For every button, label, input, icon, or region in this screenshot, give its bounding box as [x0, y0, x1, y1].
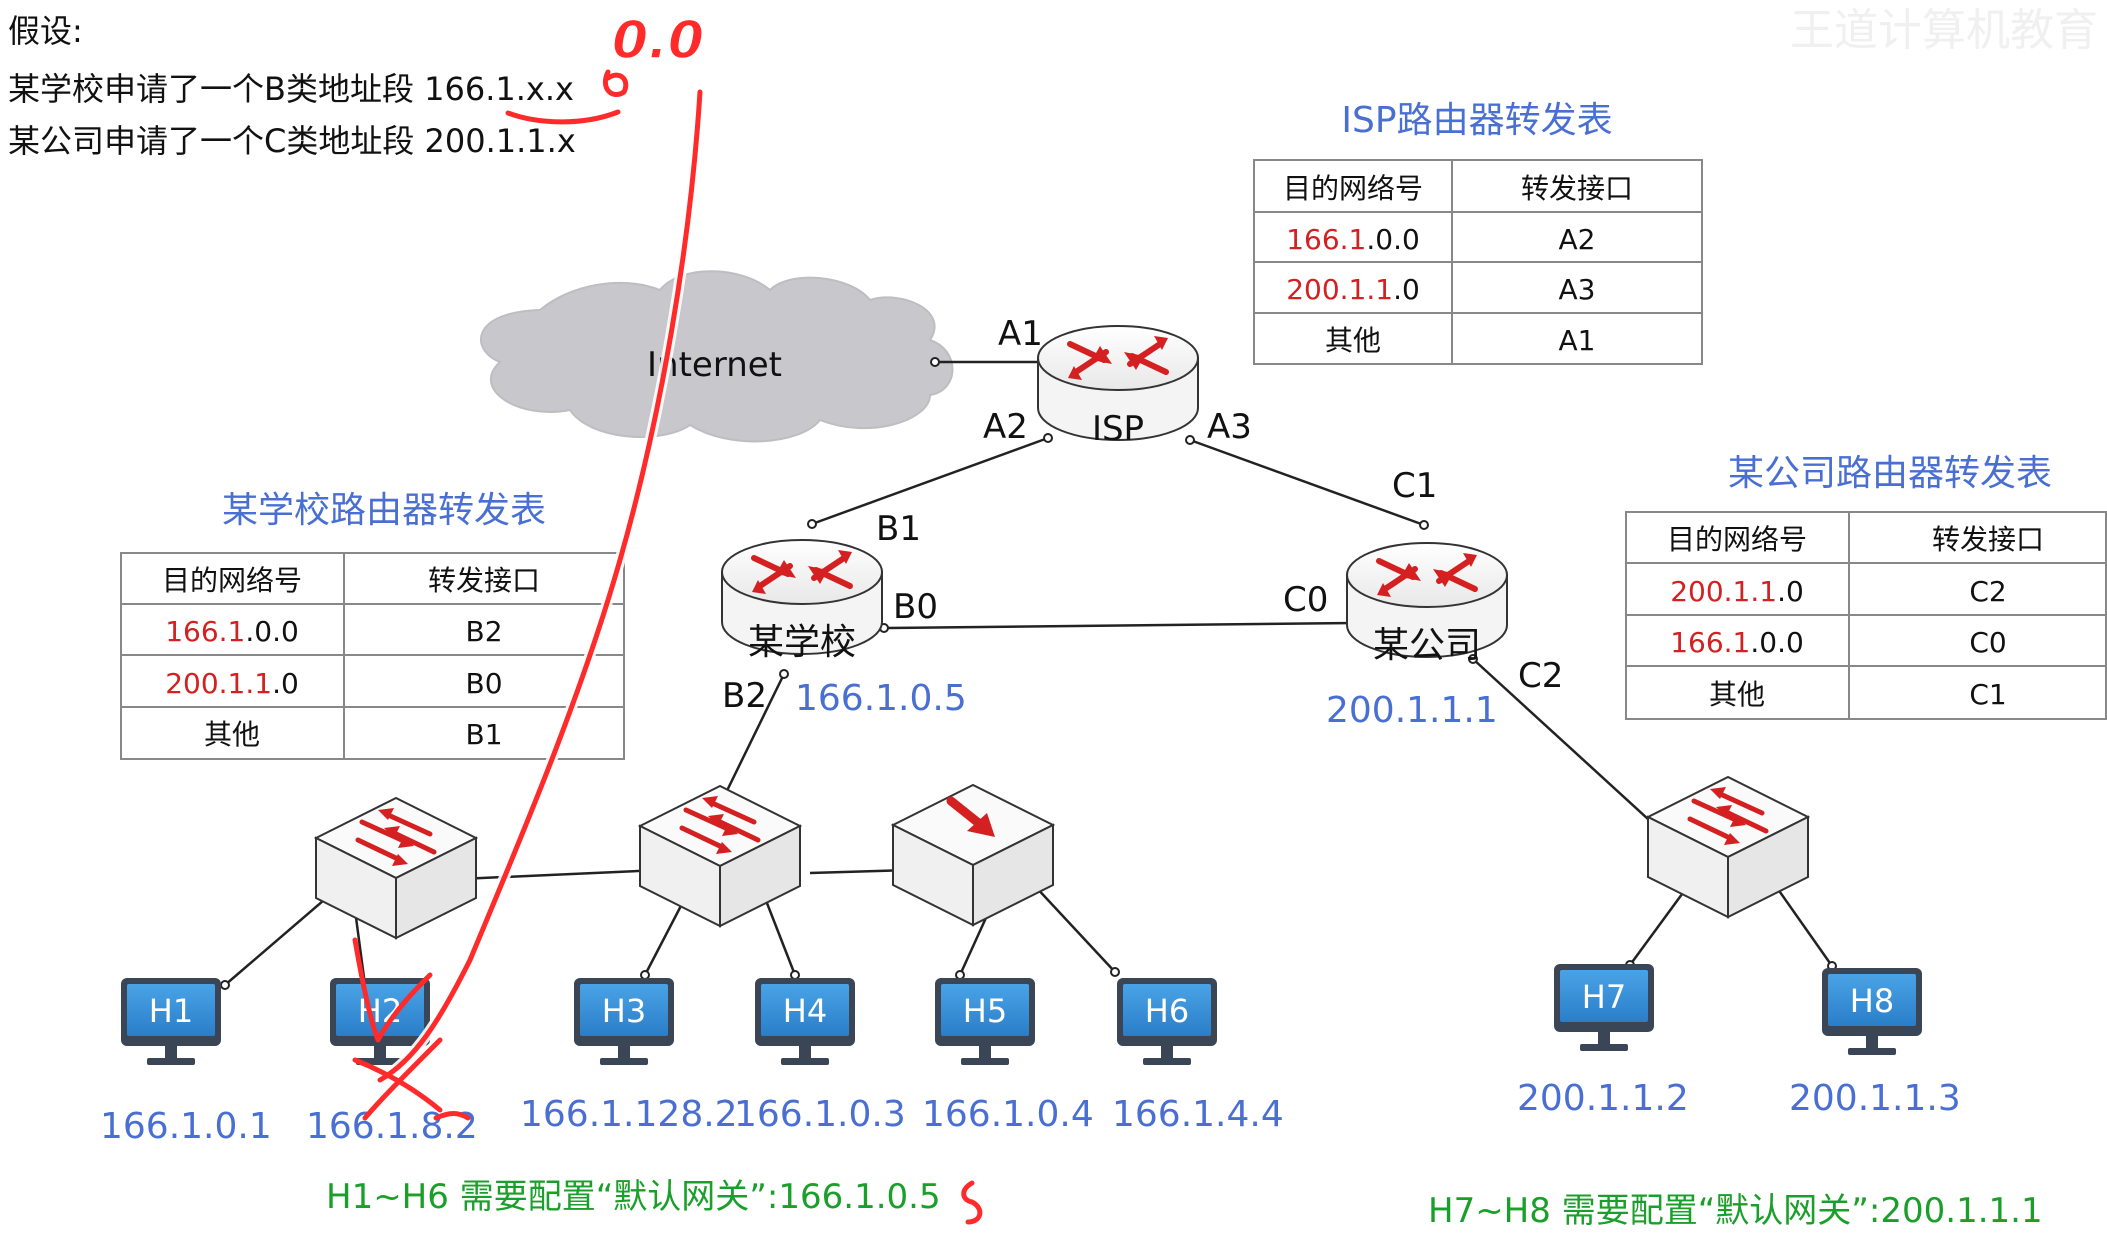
isp-table-title: ISP路由器转发表	[1341, 100, 1612, 141]
isp-table-header-net: 目的网络号	[1283, 172, 1423, 205]
company-row3-port: C1	[1969, 678, 2006, 711]
host-h3-name: H3	[602, 992, 646, 1030]
isp-router: ISP	[1038, 326, 1198, 449]
handwritten-annotation: 0.0	[352, 10, 983, 1225]
host-h7-ip: 200.1.1.2	[1517, 1078, 1689, 1119]
school-row3-port: B1	[465, 718, 502, 751]
host-h3-ip: 166.1.128.2	[520, 1094, 738, 1135]
watermark: 王道计算机教育	[1790, 5, 2098, 56]
school-row2-net: 200.1.1.0	[165, 667, 299, 700]
host-h6-ip: 166.1.4.4	[1112, 1094, 1284, 1135]
port-a3: A3	[1207, 407, 1252, 447]
host-h5-name: H5	[963, 992, 1007, 1030]
host-h3: H3	[574, 978, 674, 1065]
isp-row2-port: A3	[1559, 273, 1596, 306]
assumption-school: 某学校申请了一个B类地址段 166.1.x.x	[8, 70, 574, 108]
port-c0: C0	[1283, 580, 1328, 620]
host-h4-ip: 166.1.0.3	[734, 1094, 906, 1135]
school-table-header-net: 目的网络号	[162, 564, 302, 597]
port-b1: B1	[876, 509, 921, 549]
host-h5-ip: 166.1.0.4	[922, 1094, 1094, 1135]
host-h1-name: H1	[149, 992, 193, 1030]
switch-1	[316, 798, 476, 938]
assumption-company: 某公司申请了一个C类地址段 200.1.1.x	[8, 122, 576, 160]
company-table-header-net: 目的网络号	[1667, 523, 1807, 556]
school-row1-port: B2	[465, 615, 502, 648]
school-router: 某学校	[722, 540, 882, 663]
company-row1-port: C2	[1969, 575, 2006, 608]
school-row2-port: B0	[465, 667, 502, 700]
school-table-header-port: 转发接口	[428, 564, 540, 597]
school-router-ip: 166.1.0.5	[795, 678, 967, 719]
company-table-header-port: 转发接口	[1932, 523, 2044, 556]
company-table-title: 某公司路由器转发表	[1728, 453, 2052, 494]
port-b2: B2	[722, 676, 767, 716]
company-row2-port: C0	[1969, 626, 2006, 659]
isp-row3-port: A1	[1559, 324, 1596, 357]
host-h7-name: H7	[1582, 978, 1626, 1016]
host-h7: H7	[1554, 964, 1654, 1051]
port-a1: A1	[998, 314, 1043, 354]
isp-table: ISP路由器转发表 目的网络号 转发接口 166.1.0.0 A2 200.1.…	[1253, 100, 1703, 365]
switch-2	[640, 786, 800, 926]
hub-3	[893, 785, 1053, 925]
host-h1: H1	[121, 978, 221, 1065]
company-gateway-note: H7~H8 需要配置“默认网关”:200.1.1.1	[1428, 1191, 2043, 1231]
company-router-label: 某公司	[1373, 625, 1481, 666]
school-row3-net: 其他	[204, 718, 260, 751]
host-h6: H6	[1117, 978, 1217, 1065]
port-c2: C2	[1518, 656, 1563, 696]
company-router: 某公司	[1347, 543, 1507, 666]
host-h8: H8	[1822, 968, 1922, 1055]
isp-router-label: ISP	[1092, 409, 1144, 449]
isp-row1-net: 166.1.0.0	[1286, 223, 1420, 256]
isp-row3-net: 其他	[1325, 324, 1381, 357]
host-h1-ip: 166.1.0.1	[100, 1106, 272, 1147]
port-c1: C1	[1392, 466, 1437, 506]
annotation-text: 0.0	[612, 11, 704, 71]
isp-row1-port: A2	[1559, 223, 1596, 256]
school-table-title: 某学校路由器转发表	[222, 490, 546, 531]
host-h8-name: H8	[1850, 982, 1894, 1020]
company-table: 某公司路由器转发表 目的网络号 转发接口 200.1.1.0 C2 166.1.…	[1625, 453, 2107, 720]
port-b0: B0	[893, 587, 938, 627]
school-table: 某学校路由器转发表 目的网络号 转发接口 166.1.0.0 B2 200.1.…	[120, 490, 625, 760]
school-router-label: 某学校	[748, 622, 856, 663]
company-row2-net: 166.1.0.0	[1670, 626, 1804, 659]
host-h4-name: H4	[783, 992, 827, 1030]
internet-cloud: Internet	[480, 270, 954, 443]
school-row1-net: 166.1.0.0	[165, 615, 299, 648]
isp-table-header-port: 转发接口	[1521, 172, 1633, 205]
assumption-heading: 假设:	[8, 12, 83, 50]
host-h6-name: H6	[1145, 992, 1189, 1030]
school-gateway-note: H1~H6 需要配置“默认网关”:166.1.0.5	[326, 1177, 941, 1217]
company-row1-net: 200.1.1.0	[1670, 575, 1804, 608]
host-h5: H5	[935, 978, 1035, 1065]
host-h8-ip: 200.1.1.3	[1789, 1078, 1961, 1119]
isp-row2-net: 200.1.1.0	[1286, 273, 1420, 306]
company-row3-net: 其他	[1709, 678, 1765, 711]
company-router-ip: 200.1.1.1	[1326, 690, 1498, 731]
port-a2: A2	[983, 407, 1028, 447]
host-h4: H4	[755, 978, 855, 1065]
